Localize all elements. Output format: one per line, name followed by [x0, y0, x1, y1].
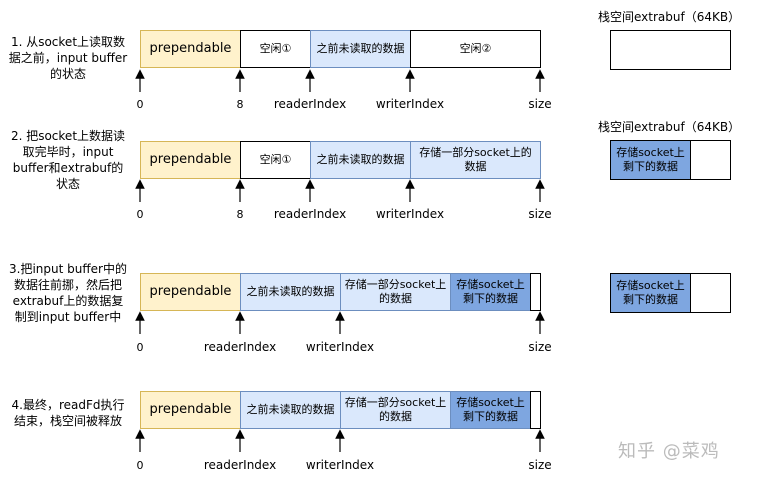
marker-size: size: [528, 458, 552, 472]
prependable-cell: prependable: [140, 273, 241, 311]
extrabuf-box-step-3: 存储socket上剩下的数据: [610, 273, 731, 313]
prependable-cell: prependable: [140, 30, 241, 68]
marker-8: 8: [236, 98, 244, 111]
prependable-cell: prependable: [140, 391, 241, 429]
extrabuf-box-step-2: 存储socket上剩下的数据: [610, 140, 731, 180]
marker-size: size: [528, 207, 552, 221]
step-1-arrows: [135, 69, 545, 92]
free-cell-1: 空闲①: [240, 141, 311, 179]
socket-partial-data-cell: 存储一部分socket上的数据: [340, 391, 451, 429]
marker-8: 8: [236, 208, 244, 221]
step-3-arrows: [135, 311, 545, 334]
extrabuf-remaining-data: 存储socket上剩下的数据: [611, 274, 691, 312]
marker-0: 0: [136, 98, 144, 111]
marker-writer-index: writerIndex: [375, 97, 445, 111]
step-2-arrows: [135, 179, 545, 202]
marker-0: 0: [136, 208, 144, 221]
socket-remaining-data-cell: 存储socket上剩下的数据: [450, 273, 531, 311]
marker-reader-index: readerIndex: [203, 340, 277, 354]
unread-data-cell: 之前未读取的数据: [240, 273, 341, 311]
socket-partial-data-cell: 存储一部分socket上的数据: [410, 141, 541, 179]
marker-0: 0: [136, 341, 144, 354]
watermark: 知乎 @菜鸡: [618, 441, 720, 462]
prependable-cell: prependable: [140, 141, 241, 179]
marker-writer-index: writerIndex: [305, 458, 375, 472]
unread-data-cell: 之前未读取的数据: [310, 30, 411, 68]
marker-0: 0: [136, 459, 144, 472]
step-2-description: 2. 把socket上数据读 取完毕时，input buffer和extrabu…: [10, 129, 126, 191]
step-4-arrows: [135, 429, 545, 452]
marker-size: size: [528, 97, 552, 111]
marker-writer-index: writerIndex: [375, 207, 445, 221]
free-cell-2: 空闲②: [410, 30, 541, 68]
step-4-description: 4.最终，readFd执行 结束，栈空间被释放: [11, 398, 125, 428]
extrabuf-remaining-data: 存储socket上剩下的数据: [611, 141, 691, 179]
free-tail-cell: [530, 273, 541, 311]
marker-reader-index: readerIndex: [273, 207, 347, 221]
unread-data-cell: 之前未读取的数据: [240, 391, 341, 429]
step-1-description: 1. 从socket上读取数 据之前，input buffer 的状态: [8, 35, 128, 81]
free-tail-cell: [530, 391, 541, 429]
extrabuf-title-step-1: 栈空间extrabuf（64KB）: [598, 10, 741, 24]
marker-size: size: [528, 340, 552, 354]
marker-reader-index: readerIndex: [273, 97, 347, 111]
unread-data-cell: 之前未读取的数据: [310, 141, 411, 179]
marker-reader-index: readerIndex: [203, 458, 277, 472]
extrabuf-box-step-1: [610, 30, 731, 70]
step-3-description: 3.把input buffer中的 数据往前挪，然后把 extrabuf上的数据…: [9, 262, 127, 324]
extrabuf-title-step-2: 栈空间extrabuf（64KB）: [598, 120, 741, 134]
marker-writer-index: writerIndex: [305, 340, 375, 354]
